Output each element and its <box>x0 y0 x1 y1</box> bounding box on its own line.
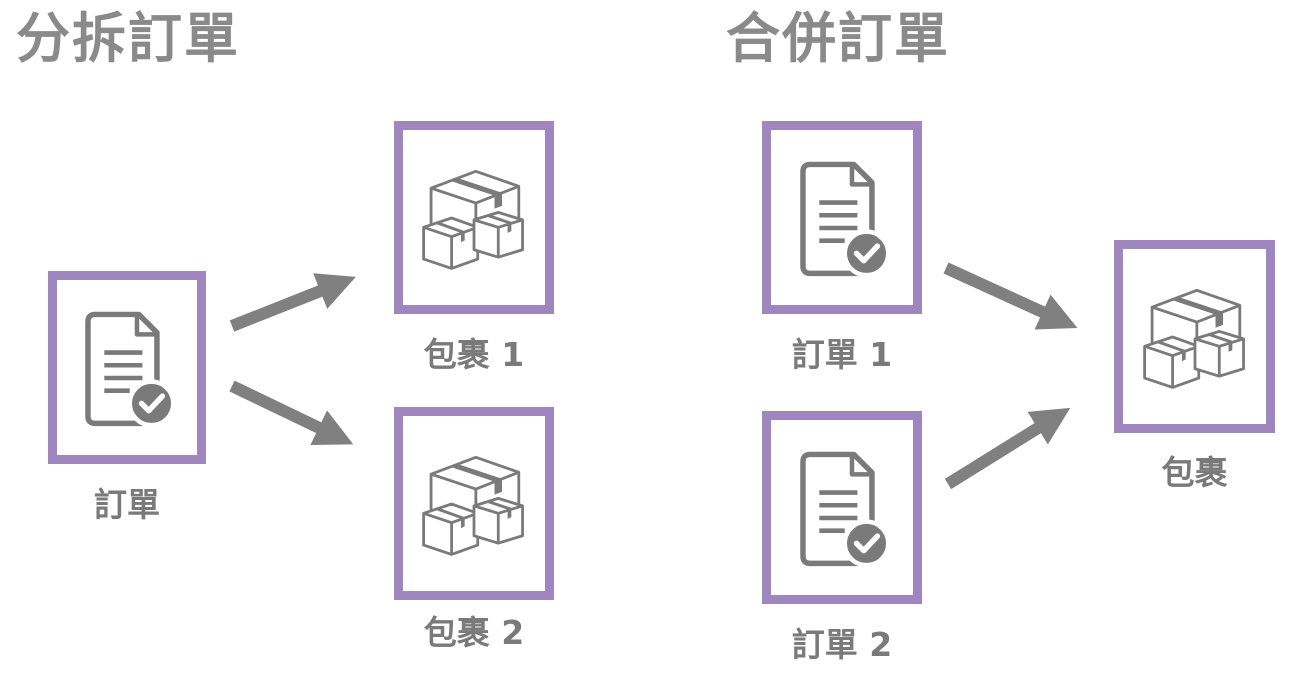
merge-package-node <box>1114 240 1275 433</box>
split-package2-label: 包裹 2 <box>423 613 525 652</box>
boxes-icon <box>418 162 530 274</box>
arrow-order1-to-package <box>943 262 1078 330</box>
split-order-title: 分拆訂單 <box>16 7 240 70</box>
split-package2-node <box>394 407 554 600</box>
split-package1-label: 包裹 1 <box>423 335 525 374</box>
merge-order1-label: 訂單 1 <box>791 335 893 374</box>
merge-package-label: 包裹 <box>1161 453 1228 492</box>
arrow-order-to-package2 <box>229 380 354 445</box>
arrow-order2-to-package <box>944 407 1071 490</box>
split-order-label: 訂單 <box>94 485 160 524</box>
arrow-order-to-package1 <box>229 273 356 332</box>
document-check-icon <box>77 309 177 427</box>
merge-order2-label: 訂單 2 <box>791 625 893 664</box>
document-check-icon <box>792 159 892 277</box>
merge-order2-node <box>762 411 922 604</box>
split-order-node <box>48 271 206 464</box>
document-check-icon <box>792 449 892 567</box>
merge-order1-node <box>762 121 922 314</box>
merge-order-title: 合併訂單 <box>726 7 950 70</box>
boxes-icon <box>1139 281 1251 393</box>
boxes-icon <box>418 448 530 560</box>
split-package1-node <box>394 121 554 314</box>
